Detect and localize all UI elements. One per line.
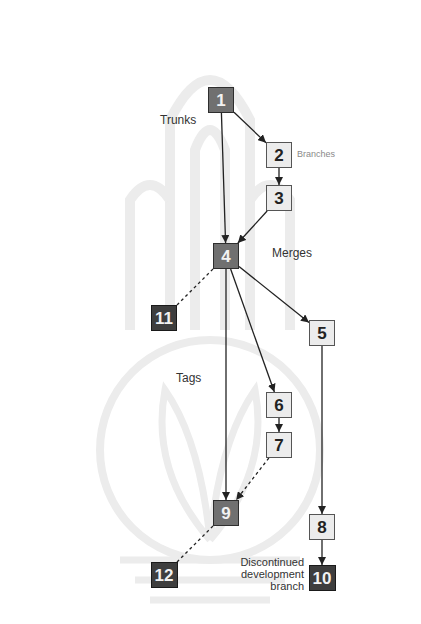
tags-label: Tags [176,372,201,385]
watermark-shape [100,80,320,600]
trunk-revision: 9 [213,500,239,526]
branch-revision: 7 [266,432,292,458]
trunk-revision: 1 [208,87,234,113]
revision-arrow [221,113,225,243]
revision-number: 6 [274,397,283,414]
revision-number: 8 [317,519,326,536]
tag-box: 12 [151,562,178,588]
branch-revision: 8 [309,514,335,540]
revision-number: 9 [221,505,230,522]
revision-arrow [239,266,309,322]
discontinued-revision: 10 [309,565,336,591]
revision-number: 12 [155,567,174,584]
tag-link [177,269,213,305]
branch-revision: 2 [266,142,292,168]
trunk-revision: 4 [213,243,239,269]
branches-label: Branches [297,150,335,160]
revision-number: 10 [313,570,332,587]
revision-number: 7 [274,437,283,454]
revision-number: 11 [155,310,173,327]
merges-label: Merges [272,247,312,260]
revision-number: 3 [274,190,283,207]
revision-number: 5 [317,325,326,342]
revision-number: 1 [216,92,225,109]
branch-revision: 5 [309,320,335,346]
revision-number: 2 [274,147,283,164]
revision-arrow [278,418,279,432]
revision-arrow [321,540,322,565]
revision-arrow [278,168,279,185]
tag-link [236,458,269,500]
trunks-label: Trunks [160,114,196,127]
revision-number: 4 [221,248,230,265]
discontinued-label: Discontinued development branch [232,556,304,592]
tag-link [177,526,213,562]
branch-revision: 6 [266,392,292,418]
revision-arrow [238,211,267,243]
revision-arrow [234,112,266,142]
revision-arrow [321,346,322,514]
branch-revision: 3 [266,185,292,211]
revision-arrow [225,269,226,500]
revision-arrow [231,269,275,392]
tag-box: 11 [151,305,177,331]
